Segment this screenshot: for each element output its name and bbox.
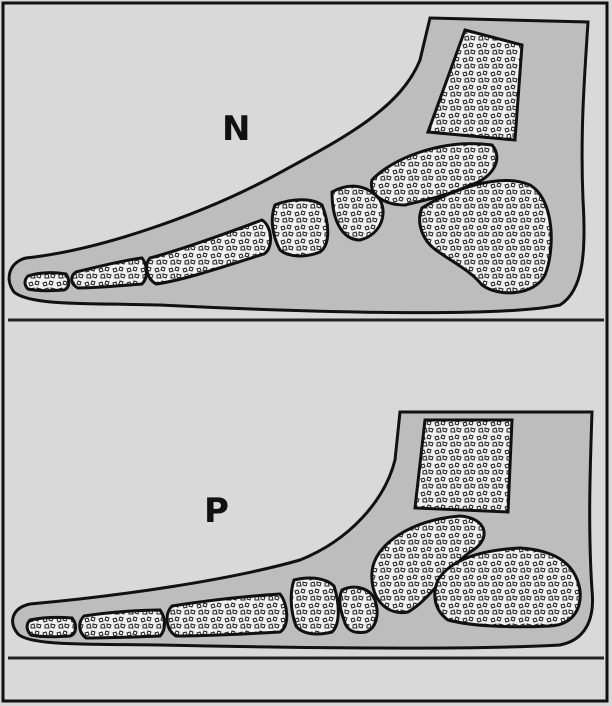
flat-foot-label: P — [204, 491, 229, 531]
normal-cuneiform-bone — [272, 200, 327, 256]
flat-cuneiform-bone — [291, 578, 338, 634]
flat-proximal-phalanx-bone — [80, 610, 165, 638]
flat-distal-phalanx-bone — [27, 617, 75, 636]
normal-foot-label: N — [222, 109, 250, 149]
normal-distal-phalanx-bone — [25, 273, 69, 291]
flat-navicular-bone — [340, 587, 377, 632]
flat-tibia-bone — [415, 420, 512, 512]
